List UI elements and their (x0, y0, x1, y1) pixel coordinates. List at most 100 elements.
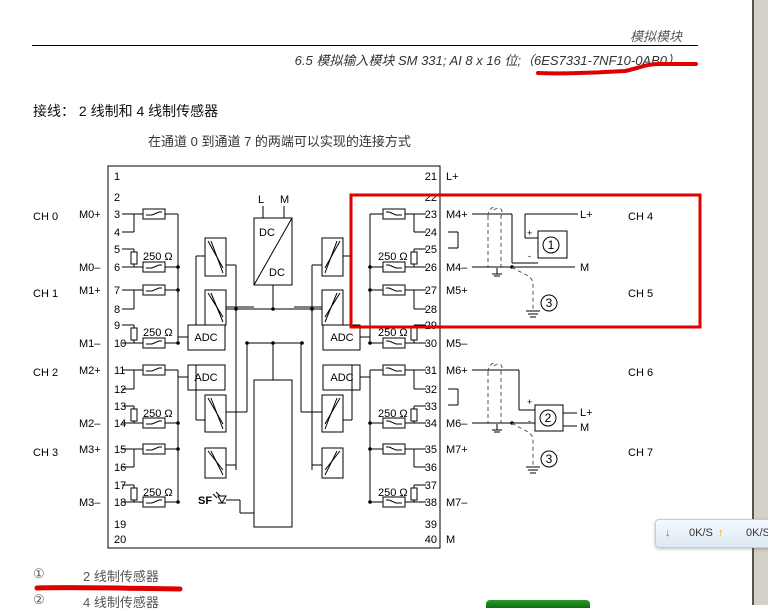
terminal-number: 6 (114, 262, 120, 274)
terminal-number: 33 (425, 401, 437, 413)
resistor-label: 250 Ω (143, 408, 173, 420)
isolation-block (321, 447, 344, 479)
switch-contact (146, 499, 162, 504)
diagram-labels: 1234567891011121314151617181920212223242… (33, 171, 653, 546)
terminal-number: 30 (425, 338, 437, 350)
lplus-label: L+ (580, 407, 593, 419)
resistor-250-ohm (130, 487, 138, 501)
channel-label: CH 6 (628, 367, 653, 379)
signal-label: M6+ (446, 365, 468, 377)
signal-label: M5– (446, 338, 468, 350)
supply-l-label: L (258, 194, 264, 206)
isolation-diagonal (324, 450, 338, 476)
upload-arrow-icon: ↑ (718, 527, 724, 539)
terminal-number: 15 (114, 444, 126, 456)
sf-led-icon (217, 495, 227, 505)
switch-contact (146, 446, 162, 451)
sensor-1-number: 1 (548, 238, 555, 252)
annotation-red-box (349, 193, 702, 329)
terminal-number: 19 (114, 519, 126, 531)
resistor-label: 250 Ω (378, 487, 408, 499)
terminal-number: 35 (425, 444, 437, 456)
ground-wire (511, 266, 534, 311)
terminal-number: 20 (114, 534, 126, 546)
terminal-number: 37 (425, 480, 437, 492)
left-circuit (122, 208, 254, 508)
terminal-number: 2 (114, 192, 120, 204)
cable-shield (487, 363, 503, 424)
network-speed-widget[interactable]: ↓ 0K/S ↑ 0K/S (655, 519, 768, 548)
supply-m-label: M (280, 194, 289, 206)
green-button[interactable] (486, 600, 590, 608)
channel-label: CH 3 (33, 447, 58, 459)
isolation-diagonal (324, 240, 338, 274)
terminal-number: 17 (114, 480, 126, 492)
terminal-number: 38 (425, 497, 437, 509)
ground-ref-circle (540, 450, 558, 468)
dc-input-label: DC (259, 227, 275, 239)
isolation-diagonal (210, 397, 224, 430)
switch-contact (386, 287, 402, 292)
signal-label: M0+ (79, 209, 101, 221)
terminal-number: 9 (114, 320, 120, 332)
terminal-number: 8 (114, 304, 120, 316)
resistor-250-ohm (410, 251, 418, 265)
resistor-250-ohm (130, 408, 138, 422)
ground-wire (511, 422, 534, 467)
signal-label: M (446, 534, 455, 546)
terminal-number: 18 (114, 497, 126, 509)
signal-label: M0– (79, 262, 101, 274)
signal-label: M3– (79, 497, 101, 509)
resistor-label: 250 Ω (378, 251, 408, 263)
isolation-block (204, 289, 227, 326)
terminal-number: 27 (425, 285, 437, 297)
isolation-diagonal (324, 292, 338, 323)
junction-dot (176, 288, 180, 292)
adc-block (187, 324, 226, 351)
isolation-diagonal (324, 397, 338, 430)
plus-label: + (527, 397, 532, 407)
junction-dot (245, 341, 249, 345)
ground-ref-circle (540, 294, 558, 312)
wiring-subtext: 在通道 0 到通道 7 的两端可以实现的连接方式 (148, 134, 411, 149)
adc-label: ADC (194, 372, 217, 384)
terminal-number: 7 (114, 285, 120, 297)
terminal-number: 13 (114, 401, 126, 413)
isolation-diagonal (210, 240, 224, 274)
section-header: 模拟模块 (629, 29, 682, 44)
m-label: M (580, 422, 589, 434)
ground-ref-number: 3 (546, 452, 553, 466)
adc-block (322, 324, 361, 351)
module-outline (107, 165, 441, 549)
adc-block (187, 364, 226, 391)
channel-label: CH 0 (33, 211, 58, 223)
terminal-number: 28 (425, 304, 437, 316)
channel-label: CH 2 (33, 367, 58, 379)
sensor-2-circle (539, 409, 557, 427)
wiring-diagram: 1234567891011121314151617181920212223242… (33, 62, 702, 592)
terminal-number: 40 (425, 534, 437, 546)
terminal-number: 4 (114, 227, 120, 239)
channel-label: CH 7 (628, 447, 653, 459)
terminal-number: 10 (114, 338, 126, 350)
terminal-number: 39 (425, 519, 437, 531)
signal-label: M3+ (79, 444, 101, 456)
sensor-1-circle (542, 236, 560, 254)
footnote-1-text: 2 线制传感器 (83, 569, 159, 584)
signal-label: M4+ (446, 209, 468, 221)
signal-label: M1+ (79, 285, 101, 297)
isolation-block (321, 237, 344, 277)
document-page: 模拟模块 6.5 模拟输入模块 SM 331; AI 8 x 16 位;（6ES… (32, 29, 702, 610)
cable-shield (487, 207, 503, 268)
switch-contact (386, 420, 402, 425)
resistor-label: 250 Ω (378, 327, 408, 339)
channel-label: CH 1 (33, 288, 58, 300)
switch-contact (386, 446, 402, 451)
resistor-250-ohm (410, 327, 418, 341)
switch-contact (386, 264, 402, 269)
signal-label: M7– (446, 497, 468, 509)
adc-label: ADC (194, 332, 217, 344)
isolation-block (321, 394, 344, 433)
side-panel-scrollbar[interactable] (752, 0, 768, 605)
lplus-label: L+ (580, 209, 593, 221)
